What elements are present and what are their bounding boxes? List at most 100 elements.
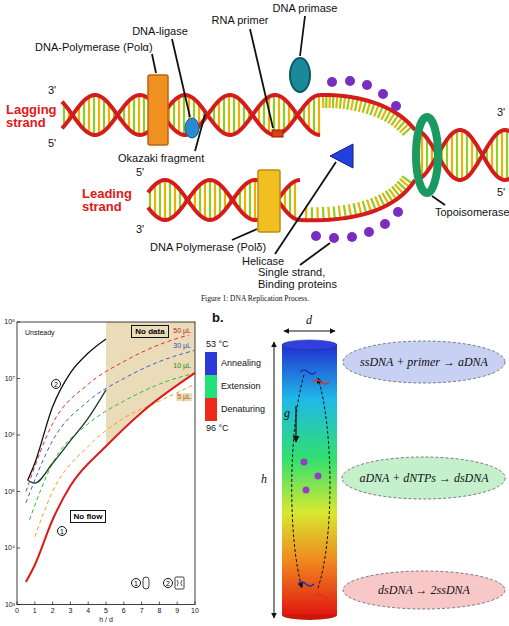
label: 8 (157, 607, 161, 615)
flow-icon (177, 580, 182, 586)
base-pair (461, 130, 463, 180)
region-box: No flow (70, 510, 107, 523)
label: 2 (51, 607, 55, 615)
leader-line (152, 54, 156, 73)
label: 5' (136, 166, 144, 178)
label: 5 µL (176, 393, 192, 401)
legend-text: Extension (221, 382, 261, 392)
dna-backbone (320, 95, 415, 130)
volume-curve (35, 384, 195, 537)
unsteady-curve (28, 390, 106, 483)
leader-line (275, 162, 336, 254)
label: 5 (104, 607, 108, 615)
label: Okazaki fragment (118, 152, 204, 164)
base-pair (209, 180, 211, 220)
label: 0 (15, 607, 19, 615)
cell-icon (143, 577, 149, 589)
legend-text: Denaturing (221, 405, 265, 415)
node-text: No data (135, 327, 164, 336)
label: 3' (497, 106, 505, 118)
label: Unsteady (25, 329, 55, 337)
base-pair (164, 180, 166, 220)
base-pair (451, 134, 453, 176)
base-pair (219, 185, 221, 216)
y-tick (17, 322, 20, 323)
base-pair (238, 99, 240, 131)
flow-loop (318, 378, 330, 588)
label: DNA Polymerase (Polδ) (150, 241, 266, 253)
label: 10⁴ (4, 544, 15, 552)
label: 10⁷ (5, 375, 15, 383)
rna-primer (272, 130, 283, 137)
reaction-ellipse: dsDNA → 2ssDNA (342, 570, 506, 610)
dna-backbone (415, 130, 509, 180)
x-tick (17, 602, 18, 605)
x-tick (70, 602, 71, 605)
callout-number: 2 (51, 379, 61, 389)
base-pair (204, 181, 206, 219)
label: h (261, 473, 267, 486)
base-pair (174, 185, 176, 216)
x-tick (123, 602, 124, 605)
base-pair (289, 185, 291, 216)
binding-protein (345, 76, 355, 86)
node-text: 2 (166, 580, 170, 587)
dna-backbone (415, 130, 509, 180)
polymerase-alpha (148, 75, 168, 145)
label: 3 (68, 607, 72, 615)
cylinder (282, 345, 337, 615)
leader-line (232, 229, 257, 240)
stability-curve (26, 373, 195, 582)
y-tick (17, 491, 20, 492)
ellipse-shape (343, 571, 505, 609)
binding-protein (380, 219, 390, 229)
primase (290, 58, 310, 92)
base-pair (103, 99, 105, 131)
label: Single strand, Binding proteins (258, 266, 353, 290)
x-tick (141, 602, 142, 605)
dna-strand (300, 370, 316, 374)
base-pair (218, 101, 220, 130)
label: 4 (86, 607, 90, 615)
base-pair (456, 131, 458, 180)
ligase (185, 118, 199, 138)
topoisomerase (416, 117, 438, 193)
label: 6 (122, 607, 126, 615)
base-pair (83, 101, 85, 130)
base-pair (199, 185, 201, 216)
y-tick (17, 435, 20, 436)
binding-protein (329, 233, 339, 243)
cell-icon (175, 577, 184, 589)
label: h / d (99, 616, 113, 624)
node-text: ssDNA + primer → aDNA (360, 355, 488, 370)
base-pair (178, 97, 180, 134)
region-box: No data (131, 325, 168, 338)
label: DNA-ligase (132, 25, 188, 37)
leader-line (195, 115, 205, 151)
y-tick (17, 604, 20, 605)
node-text: No flow (74, 512, 103, 521)
volume-curve (29, 373, 195, 520)
x-tick (177, 602, 178, 605)
legend-swatch (205, 375, 217, 398)
base-pair (133, 97, 135, 134)
leader-line (432, 196, 445, 205)
dimension-arrow (274, 342, 275, 618)
base-pair (244, 185, 246, 216)
node-text: 2 (54, 381, 58, 388)
label: 7 (140, 607, 144, 615)
base-pair (249, 181, 251, 219)
callout-number: 1 (131, 578, 141, 588)
base-pair (278, 96, 280, 134)
label: 3' (48, 84, 56, 96)
label: 10 µL (172, 362, 192, 370)
label: RNA primer (212, 14, 269, 26)
volume-curve (26, 333, 195, 491)
base-pair (93, 95, 95, 135)
x-tick (88, 602, 89, 605)
label: 50 µL (172, 327, 192, 335)
base-pair (501, 131, 503, 180)
base-pair (228, 95, 230, 135)
label: 1 (33, 607, 37, 615)
